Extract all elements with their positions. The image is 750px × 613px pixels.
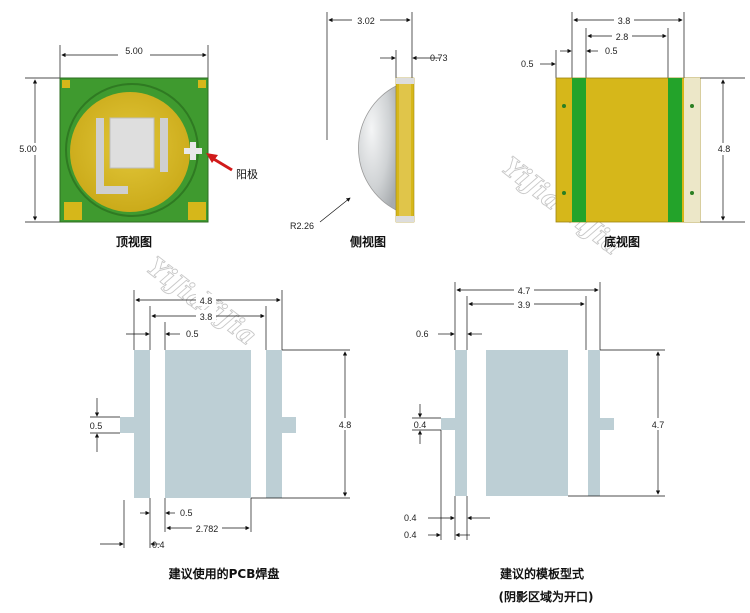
pad-right-strip [266, 350, 282, 498]
bottom-strip-dim: 0.5 [605, 46, 618, 56]
top-height-dim: 5.00 [19, 144, 37, 154]
side-view: 3.02 0.73 R2.26 侧视图 [290, 12, 448, 249]
pad-center [165, 350, 251, 498]
side-view-title: 侧视图 [350, 234, 386, 249]
top-view-title: 顶视图 [116, 234, 152, 249]
bottom-view-title: 底视图 [604, 234, 640, 249]
bottom-height-dim: 4.8 [718, 144, 731, 154]
stencil-right-strip [588, 350, 600, 496]
pcb-bottom-offset-dim: 0.4 [152, 540, 165, 550]
led-die [109, 117, 155, 169]
pad-left-strip [134, 350, 150, 498]
top-view: 5.00 5.00 阳极 顶视图 [18, 45, 258, 249]
bottom-inner-dim: 2.8 [616, 32, 629, 42]
pcb-tab-dim: 0.5 [90, 421, 103, 431]
side-height-dim: 3.02 [357, 16, 375, 26]
pcb-pad-title: 建议使用的PCB焊盘 [168, 566, 280, 581]
stencil-bottom-a-dim: 0.4 [404, 513, 417, 523]
pcb-bottom-gap-dim: 0.5 [180, 508, 193, 518]
corner-pad [188, 202, 206, 220]
pcb-pad-drawing: 4.8 3.8 0.5 0.5 4.8 [86, 290, 354, 581]
stencil-total-dim: 4.7 [518, 286, 531, 296]
green-strip-left [572, 78, 586, 222]
bottom-total-dim: 3.8 [618, 16, 631, 26]
pad-left-tab [120, 417, 134, 433]
green-strip-right [668, 78, 682, 222]
stencil-right-tab [600, 418, 614, 430]
stencil-center [486, 350, 568, 496]
bottom-view: 3.8 2.8 0.5 0.5 4.8 底视图 [521, 12, 745, 249]
pcb-inner-dim: 3.8 [200, 312, 213, 322]
stencil-tab-dim: 0.4 [414, 420, 427, 430]
anode-arrow-icon [211, 156, 233, 172]
side-base-dim: 0.73 [430, 53, 448, 63]
stencil-inner-dim: 3.9 [518, 300, 531, 310]
corner-pad [64, 202, 82, 220]
stencil-subtitle: (阴影区域为开口) [499, 589, 594, 604]
lens-dome [358, 85, 397, 211]
stencil-bottom-b-dim: 0.4 [404, 530, 417, 540]
pcb-total-dim: 4.8 [200, 296, 213, 306]
stencil-drawing: 4.7 3.9 0.6 0.4 4.7 0.4 [404, 282, 668, 604]
stencil-title: 建议的模板型式 [499, 566, 584, 581]
pcb-center-width-dim: 2.782 [196, 524, 219, 534]
stencil-left-strip [455, 350, 467, 496]
pcb-height-dim: 4.8 [339, 420, 352, 430]
side-radius-dim: R2.26 [290, 221, 314, 231]
stencil-left-tab [441, 418, 455, 430]
anode-label: 阳极 [236, 167, 258, 181]
pad-right-tab [282, 417, 296, 433]
stencil-height-dim: 4.7 [652, 420, 665, 430]
top-width-dim: 5.00 [125, 46, 143, 56]
stencil-left-gap-dim: 0.6 [416, 329, 429, 339]
bottom-left-dim: 0.5 [521, 59, 534, 69]
pcb-gap-dim: 0.5 [186, 329, 199, 339]
